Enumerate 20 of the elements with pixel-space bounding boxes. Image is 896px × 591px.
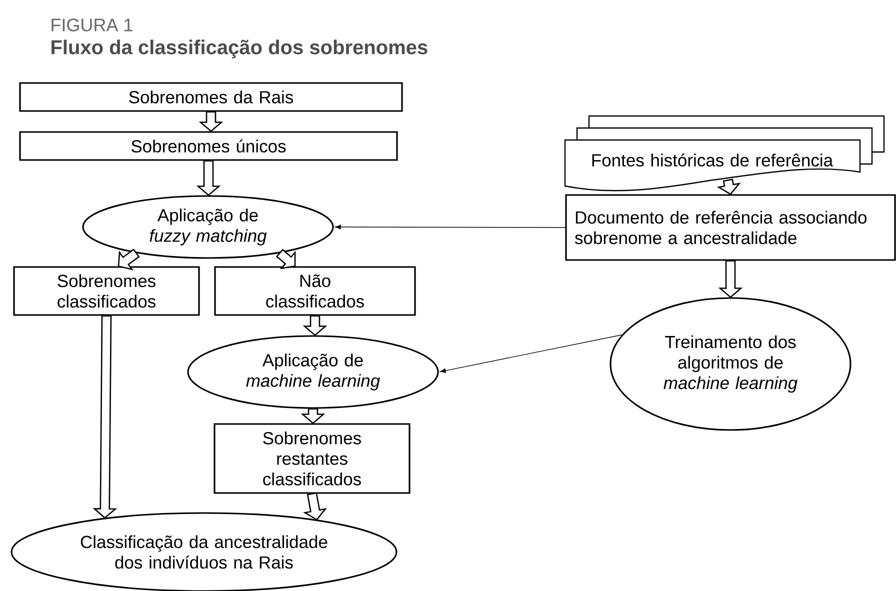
- process-box: Sobrenomes classificados: [13, 266, 200, 316]
- block-arrow: [92, 315, 118, 519]
- block-arrow: [198, 111, 224, 132]
- block-arrow: [718, 260, 743, 298]
- block-arrow: [716, 178, 741, 196]
- arrow: [440, 334, 622, 373]
- block-arrow: [300, 408, 326, 424]
- block-arrow: [118, 248, 140, 270]
- process-box: Sobrenomes restantes classificados: [214, 423, 410, 494]
- figure-title: Fluxo da classificação dos sobrenomes: [52, 40, 428, 58]
- process-box: Não classificados: [214, 266, 416, 316]
- process-box: Sobrenomes únicos: [19, 131, 398, 161]
- block-arrow: [196, 160, 221, 196]
- figure-number: FIGURA 1: [52, 18, 132, 32]
- process-box: Documento de referência associando sobrenome a ancestralidade: [565, 194, 896, 261]
- arrow: [334, 224, 566, 230]
- process-box: Sobrenomes da Rais: [19, 82, 403, 112]
- block-arrow: [303, 492, 328, 520]
- block-arrow: [302, 315, 328, 336]
- document-stack: Fontes históricas de referência: [564, 115, 885, 192]
